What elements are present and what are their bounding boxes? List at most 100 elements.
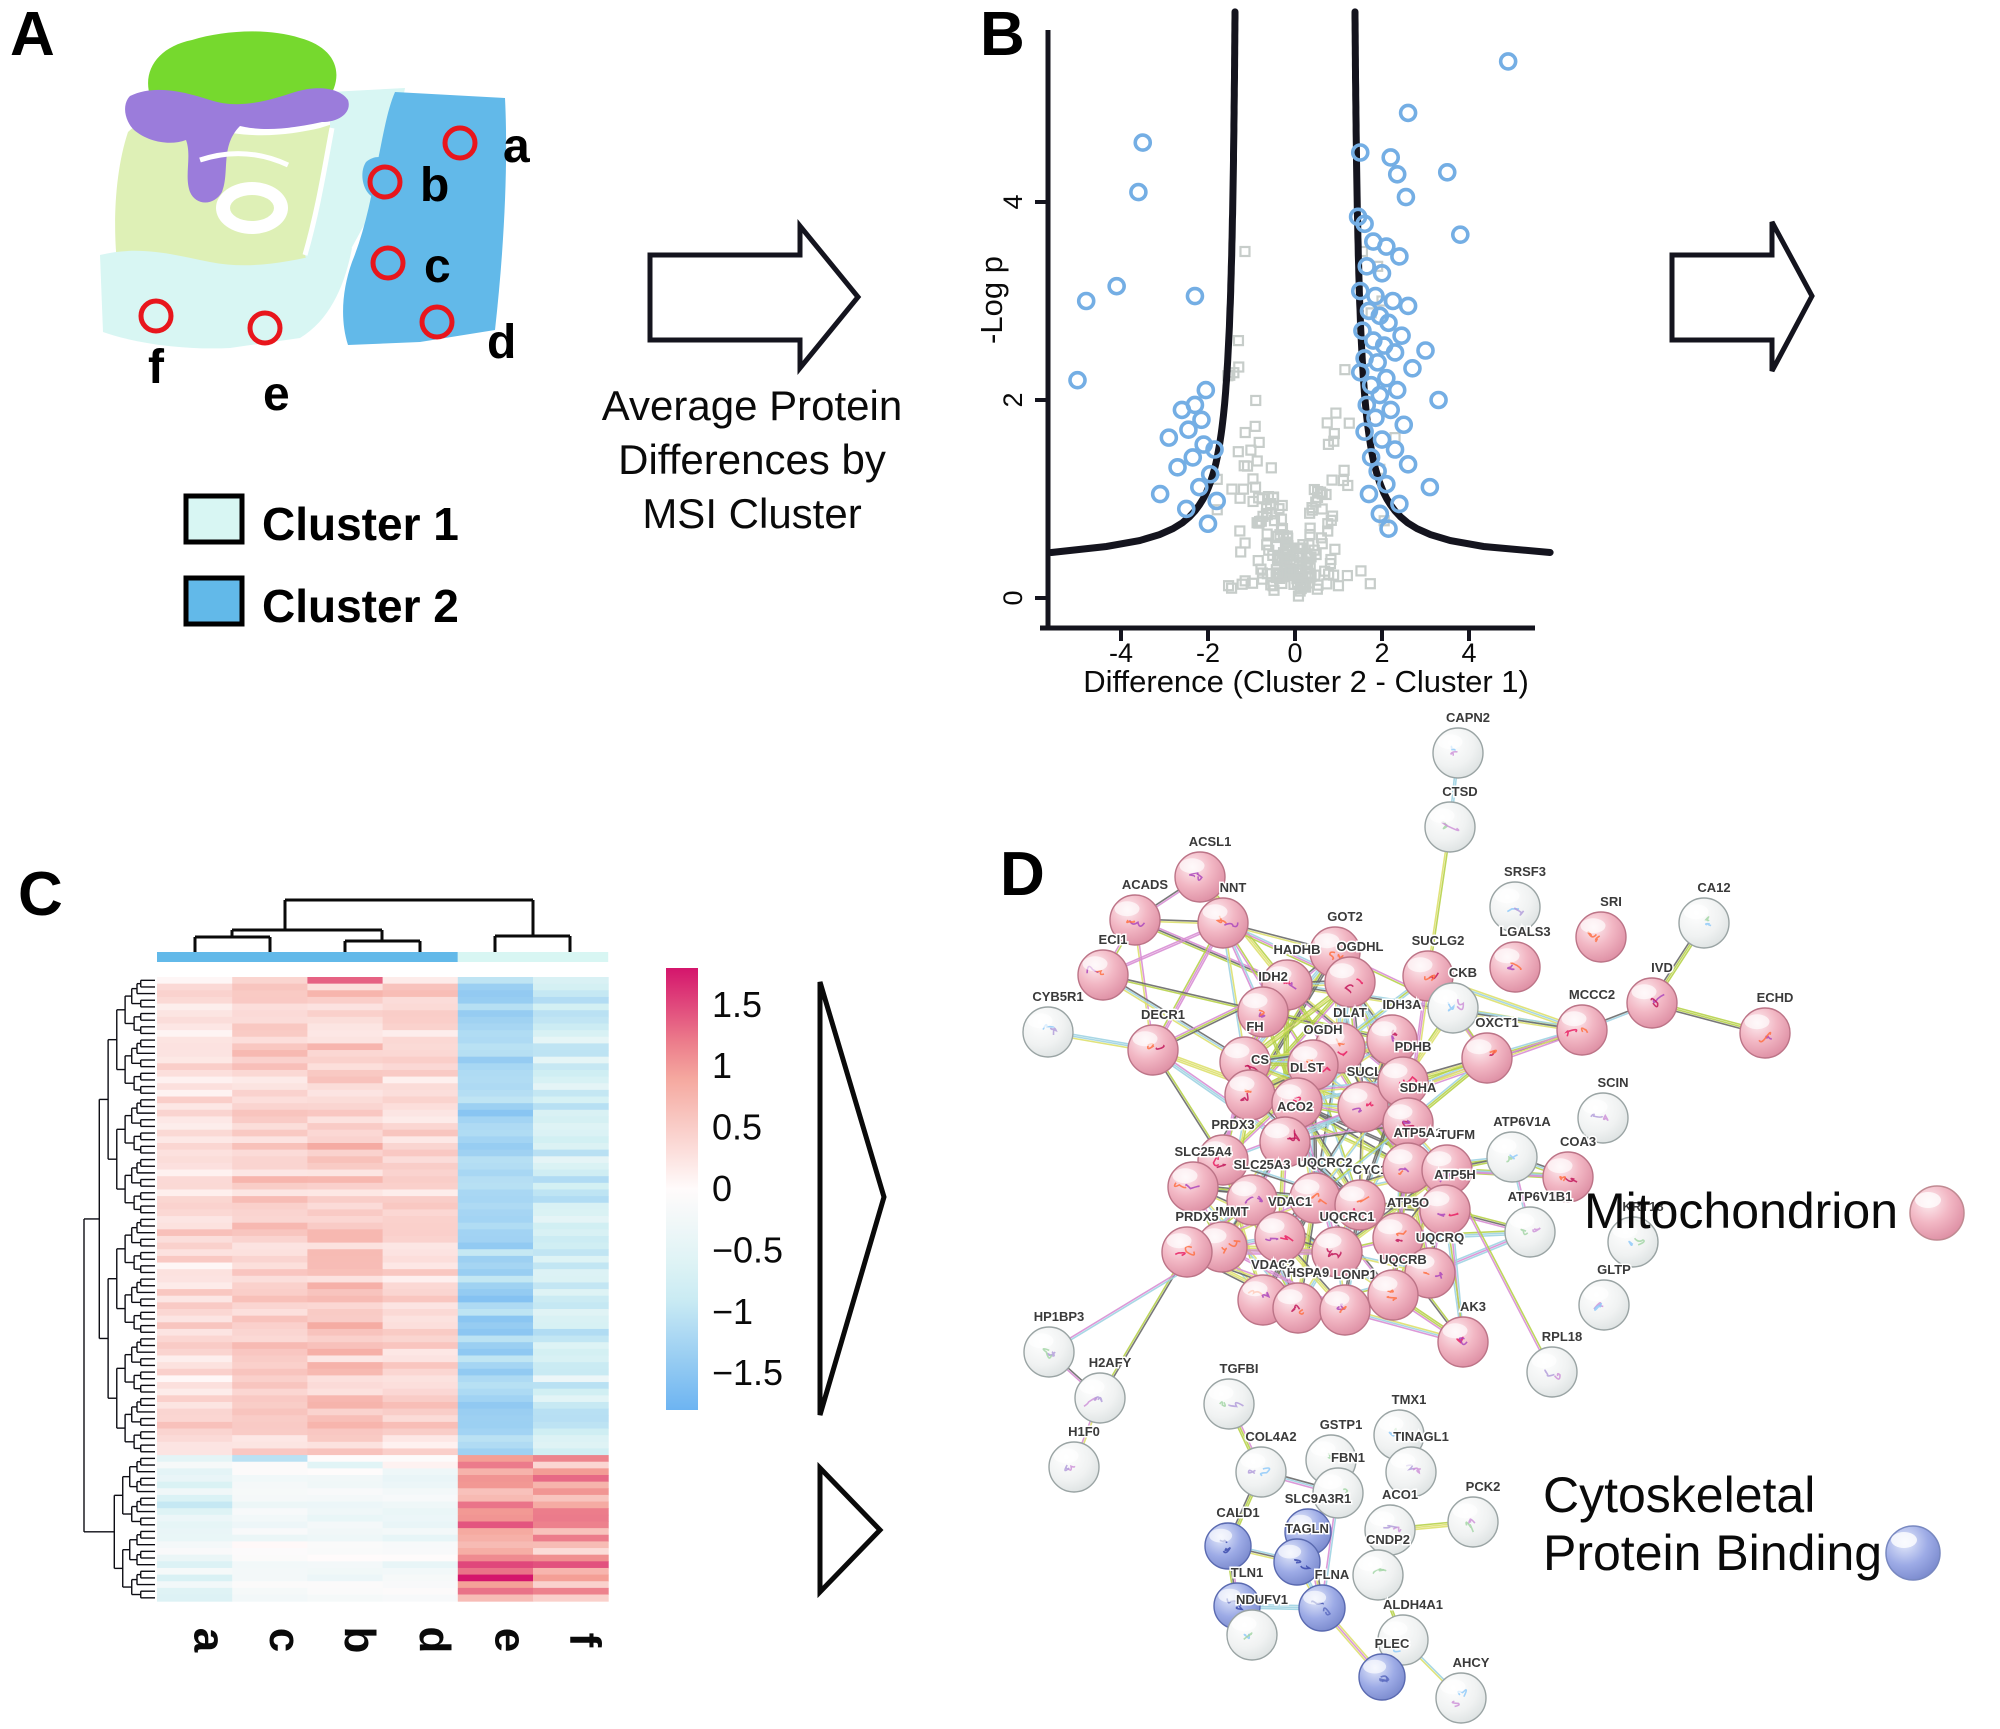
network-node-CA12[interactable]: CA12 (1678, 879, 1732, 949)
heatmap-cell (157, 1388, 233, 1396)
heatmap-cell (533, 1428, 609, 1436)
node-structure-squiggle (1456, 999, 1465, 1011)
network-node-label-LONP1: LONP1 (1333, 1267, 1376, 1282)
network-node-CTSD[interactable]: CTSD (1424, 783, 1479, 853)
network-node-CYB5R1[interactable]: CYB5R1 (1022, 988, 1085, 1058)
network-node-COA3[interactable]: COA3 (1542, 1133, 1598, 1203)
network-node-ACO2[interactable]: ACO2 (1259, 1098, 1315, 1168)
network-node-CYC1[interactable]: CYC1 (1334, 1161, 1389, 1231)
network-node-CKB[interactable]: CKB (1427, 964, 1479, 1034)
network-node-SRSF3[interactable]: SRSF3 (1489, 863, 1547, 933)
network-node-SLC25A3[interactable]: SLC25A3 (1226, 1156, 1292, 1226)
network-node-UQCRC2[interactable]: UQCRC2 (1289, 1154, 1354, 1224)
network-node-SUCLG2[interactable]: SUCLG2 (1402, 932, 1466, 1002)
network-node-CS[interactable]: CS (1224, 1051, 1276, 1121)
network-node-VDAC1[interactable]: VDAC1 (1254, 1193, 1314, 1263)
heatmap-cell (457, 1023, 534, 1031)
network-node-TINAGL1[interactable]: TINAGL1 (1385, 1428, 1450, 1498)
network-node-SRI[interactable]: SRI (1575, 893, 1627, 963)
heatmap-cell (232, 1116, 308, 1124)
network-node-ACSL1[interactable]: ACSL1 (1174, 833, 1233, 903)
network-node-ATP6V1A[interactable]: ATP6V1A (1486, 1113, 1553, 1183)
network-node-H2AFY[interactable]: H2AFY (1074, 1354, 1133, 1424)
node-structure-squiggle (1395, 1238, 1403, 1243)
network-node-HP1BP3[interactable]: HP1BP3 (1023, 1308, 1086, 1378)
network-node-HSPA9[interactable]: HSPA9 (1272, 1264, 1331, 1334)
network-node-IVD[interactable]: IVD (1626, 959, 1678, 1029)
network-node-PLEC[interactable]: PLEC (1358, 1635, 1411, 1701)
heatmap-cell (382, 1083, 459, 1091)
network-node-ATP5H[interactable]: ATP5H (1419, 1166, 1477, 1236)
network-node-GLTP[interactable]: GLTP (1578, 1261, 1633, 1331)
network-node-ATP5A1[interactable]: ATP5A1 (1382, 1124, 1444, 1194)
network-node-PRDX5[interactable]: PRDX5 (1161, 1208, 1220, 1278)
network-node-IDH2[interactable]: IDH2 (1237, 968, 1289, 1038)
node-structure-squiggle (1196, 873, 1203, 881)
node-structure-squiggle (1046, 1351, 1056, 1357)
network-node-TAGLN[interactable]: TAGLN (1273, 1520, 1330, 1586)
node-gloss-highlight (1240, 1453, 1266, 1469)
network-node-ECHD[interactable]: ECHD (1739, 989, 1795, 1059)
heatmap-cell (157, 1468, 233, 1476)
network-node-LONP1[interactable]: LONP1 (1319, 1266, 1378, 1336)
network-node-PCK2[interactable]: PCK2 (1447, 1478, 1502, 1548)
node-gloss-highlight (1452, 1503, 1478, 1519)
heatmap-cell (457, 1149, 534, 1157)
network-node-H1F0[interactable]: H1F0 (1048, 1423, 1101, 1493)
node-structure-squiggle (1128, 919, 1146, 927)
network-node-TLN1[interactable]: TLN1 (1213, 1564, 1265, 1630)
network-node-ATP6V1B1[interactable]: ATP6V1B1 (1504, 1188, 1574, 1258)
node-structure-squiggle (1378, 1567, 1385, 1572)
network-node-OGDH[interactable]: OGDH (1287, 1021, 1344, 1091)
network-node-DECR1[interactable]: DECR1 (1127, 1006, 1187, 1076)
network-node-UQCRQ[interactable]: UQCRQ (1404, 1229, 1466, 1299)
network-node-TGFBI[interactable]: TGFBI (1203, 1360, 1260, 1430)
network-node-COL4A2[interactable]: COL4A2 (1235, 1428, 1298, 1498)
heatmap-cell (382, 1136, 459, 1144)
network-node-ALDH4A1[interactable]: ALDH4A1 (1377, 1596, 1444, 1666)
network-node-DLST[interactable]: DLST (1271, 1059, 1326, 1129)
network-node-NDUFV1[interactable]: NDUFV1 (1226, 1591, 1290, 1661)
network-node-AK3[interactable]: AK3 (1437, 1298, 1489, 1368)
network-node-label-RPL18: RPL18 (1542, 1329, 1582, 1344)
network-node-UQCRB[interactable]: UQCRB (1367, 1251, 1428, 1321)
network-node-GOT2[interactable]: GOT2 (1309, 908, 1364, 978)
node-structure-squiggle (1383, 1524, 1398, 1529)
network-node-SCIN[interactable]: SCIN (1577, 1074, 1630, 1144)
network-node-NNT[interactable]: NNT (1197, 879, 1249, 949)
network-node-MCCC2[interactable]: MCCC2 (1556, 986, 1617, 1056)
network-node-LGALS3[interactable]: LGALS3 (1489, 923, 1552, 993)
legend-swatch-cluster2 (183, 575, 245, 627)
network-node-OGDHL[interactable]: OGDHL (1324, 938, 1385, 1008)
network-node-OXCT1[interactable]: OXCT1 (1461, 1014, 1520, 1084)
network-node-CNDP2[interactable]: CNDP2 (1352, 1531, 1412, 1601)
network-node-label-TINAGL1: TINAGL1 (1393, 1429, 1449, 1444)
network-node-ATP5O[interactable]: ATP5O (1372, 1194, 1431, 1264)
heatmap-cell (533, 1548, 609, 1556)
heatmap-cell (157, 1574, 233, 1582)
network-node-FLNA[interactable]: FLNA (1298, 1566, 1351, 1632)
network-node-TUFM[interactable]: TUFM (1421, 1126, 1477, 1196)
network-node-PDHB[interactable]: PDHB (1377, 1038, 1433, 1108)
network-node-IDH3A[interactable]: IDH3A (1366, 996, 1424, 1066)
node-gloss-highlight (1229, 1076, 1255, 1092)
network-node-CAPN2[interactable]: CAPN2 (1432, 709, 1492, 779)
network-node-AHCY[interactable]: AHCY (1435, 1654, 1491, 1724)
network-node-UQCRC1[interactable]: UQCRC1 (1311, 1208, 1376, 1278)
network-node-ECI1[interactable]: ECI1 (1077, 931, 1129, 1001)
heatmap-cell (232, 1295, 308, 1303)
heatmap-cell (457, 1143, 534, 1151)
node-structure-squiggle (1222, 1546, 1231, 1554)
network-node-ACO1[interactable]: ACO1 (1364, 1486, 1420, 1556)
heatmap-cell (382, 1355, 459, 1363)
volcano-point-significant (1383, 291, 1403, 311)
node-gloss-highlight (1028, 1333, 1054, 1349)
heatmap-col-annotation-cluster1 (457, 952, 609, 962)
network-edge-DECR1-ACO2 (1151, 1047, 1287, 1145)
network-node-CALD1[interactable]: CALD1 (1204, 1504, 1261, 1570)
network-node-RPL18[interactable]: RPL18 (1526, 1328, 1584, 1398)
network-node-SLC25A4[interactable]: SLC25A4 (1167, 1143, 1234, 1213)
network-node-KRT18[interactable]: KRT18 (1607, 1198, 1665, 1268)
network-node-FBN1[interactable]: FBN1 (1312, 1449, 1366, 1519)
network-node-ACADS[interactable]: ACADS (1109, 876, 1170, 946)
